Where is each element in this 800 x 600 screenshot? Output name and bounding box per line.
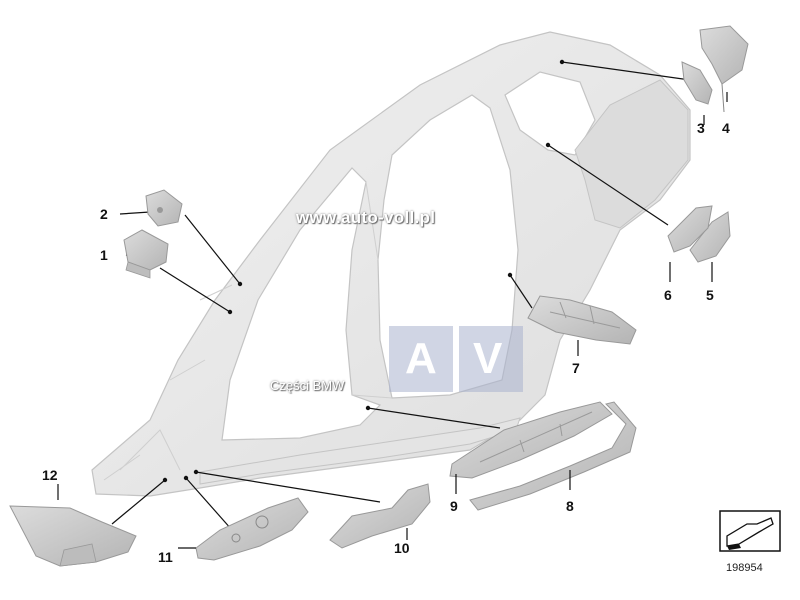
leader-dots xyxy=(162,59,565,483)
logo-box-right xyxy=(459,326,523,392)
part-3-bracket xyxy=(681,61,713,105)
reference-number: 198954 xyxy=(726,562,763,574)
callout-2: 2 xyxy=(100,206,108,222)
part-1-bracket xyxy=(123,229,169,279)
leader-line-10 xyxy=(195,471,381,503)
leader-line-1 xyxy=(159,267,231,313)
callout-10: 10 xyxy=(394,540,410,556)
leader-line-9 xyxy=(367,407,501,429)
part-2-bracket xyxy=(145,189,183,227)
leader-line-part2 xyxy=(119,211,151,215)
part-12-panel xyxy=(9,505,137,567)
leader-line-3 xyxy=(561,61,691,81)
watermark-tagline: Części BMW xyxy=(270,378,345,393)
leader-line-12 xyxy=(111,479,166,525)
leader-lines xyxy=(111,61,691,531)
callout-3: 3 xyxy=(697,120,705,136)
callout-11: 11 xyxy=(158,549,173,565)
leader-line-7 xyxy=(509,274,533,309)
callout-ticks xyxy=(57,92,728,549)
callout-9: 9 xyxy=(450,498,458,514)
callout-6: 6 xyxy=(664,287,672,303)
logo-box-left xyxy=(389,326,453,392)
callout-4: 4 xyxy=(722,120,730,136)
callout-8: 8 xyxy=(566,498,574,514)
watermark-url: www.auto-voll.pl xyxy=(296,208,436,227)
callout-12: 12 xyxy=(42,467,58,483)
part-9-sill-reinforcement xyxy=(449,401,613,479)
leader-line-6 xyxy=(547,144,669,226)
part-7-reinforcement xyxy=(527,295,637,345)
body-side-frame xyxy=(91,31,691,497)
part-4-bracket xyxy=(699,25,749,113)
leader-line-2 xyxy=(184,214,241,285)
reference-frame-icon xyxy=(719,510,781,552)
part-8-rail xyxy=(469,401,637,511)
part-11-bulkhead xyxy=(195,497,309,561)
watermark-logo: A V xyxy=(389,326,523,392)
part-5-bracket xyxy=(689,211,731,263)
part-6-bracket xyxy=(667,205,713,253)
logo-letter-left: A xyxy=(405,334,437,383)
leader-line-11 xyxy=(185,477,233,531)
callout-7: 7 xyxy=(572,360,580,376)
callout-1: 1 xyxy=(100,247,108,263)
logo-letter-right: V xyxy=(473,334,503,383)
callout-5: 5 xyxy=(706,287,714,303)
part-10-bracket xyxy=(329,483,431,549)
